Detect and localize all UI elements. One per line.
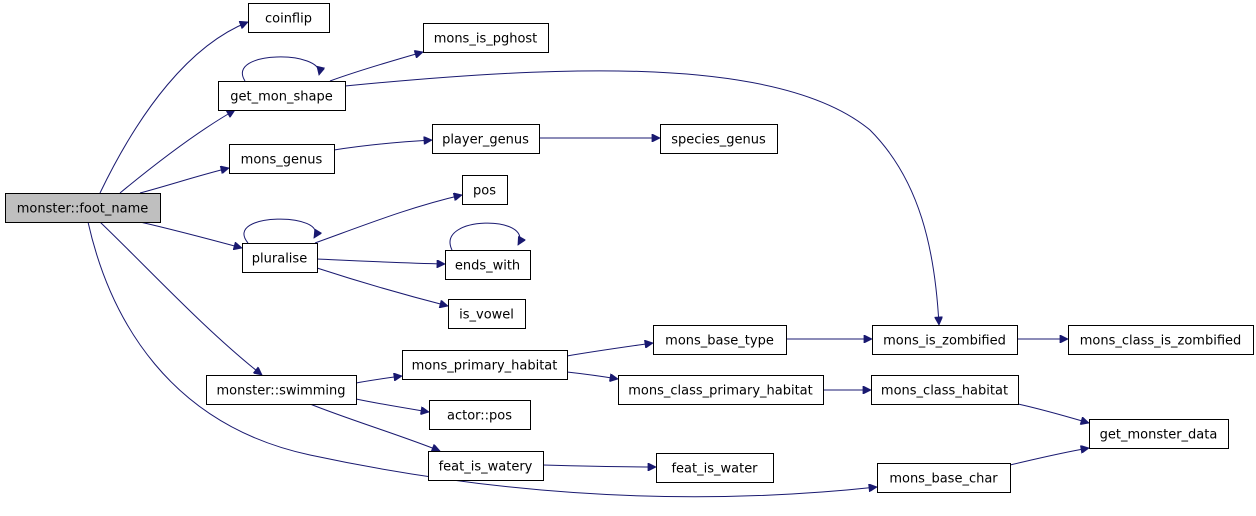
node-box xyxy=(1089,419,1229,449)
node-is_vowel[interactable]: is_vowel xyxy=(448,299,526,329)
edge-foot_name-to-swimming xyxy=(99,221,262,375)
node-label: mons_class_habitat xyxy=(881,384,1008,399)
edge-mons_class_habitat-to-get_monster_data xyxy=(1017,403,1089,423)
node-label: feat_is_watery xyxy=(439,460,533,475)
node-label: pluralise xyxy=(252,252,307,267)
node-swimming[interactable]: monster::swimming xyxy=(206,375,357,405)
node-species_genus[interactable]: species_genus xyxy=(660,124,778,154)
edge-pluralise-to-pos xyxy=(314,195,462,244)
node-label: mons_primary_habitat xyxy=(412,359,558,374)
node-mons_primary_habitat[interactable]: mons_primary_habitat xyxy=(402,350,568,380)
node-label: is_vowel xyxy=(459,308,514,323)
node-box xyxy=(877,463,1011,493)
node-box xyxy=(656,453,774,483)
edge-get_mon_shape-to-get_mon_shape xyxy=(241,56,319,82)
edge-foot_name-to-mons_genus xyxy=(139,168,229,194)
node-label: mons_is_pghost xyxy=(434,32,538,47)
edge-mons_genus-to-player_genus xyxy=(333,140,432,151)
edge-mons_base_char-to-get_monster_data xyxy=(1009,448,1089,466)
node-box xyxy=(229,144,335,174)
node-label: actor::pos xyxy=(447,409,512,424)
node-box xyxy=(618,375,824,405)
node-mons_class_primary_habitat[interactable]: mons_class_primary_habitat xyxy=(618,375,824,405)
node-get_monster_data[interactable]: get_monster_data xyxy=(1089,419,1229,449)
node-box xyxy=(871,375,1019,405)
node-box xyxy=(5,193,161,223)
node-label: monster::foot_name xyxy=(17,202,149,217)
node-pluralise[interactable]: pluralise xyxy=(242,243,318,273)
edge-mons_primary_habitat-to-mons_base_type xyxy=(566,343,653,357)
node-box xyxy=(218,81,346,111)
node-mons_class_is_zombified[interactable]: mons_class_is_zombified xyxy=(1068,325,1254,355)
node-box xyxy=(248,3,330,33)
node-box xyxy=(872,325,1018,355)
node-box xyxy=(445,250,531,280)
node-box xyxy=(206,375,357,405)
edge-ends_with-to-ends_with xyxy=(449,222,520,251)
node-label: get_monster_data xyxy=(1100,428,1218,443)
node-get_mon_shape[interactable]: get_mon_shape xyxy=(218,81,346,111)
node-mons_genus[interactable]: mons_genus xyxy=(229,144,335,174)
node-label: mons_base_char xyxy=(889,472,998,487)
node-foot_name[interactable]: monster::foot_name xyxy=(5,193,161,223)
node-mons_is_pghost[interactable]: mons_is_pghost xyxy=(423,23,549,53)
edge-get_mon_shape-to-mons_is_zombified xyxy=(344,70,939,325)
edge-get_mon_shape-to-mons_is_pghost xyxy=(329,52,423,82)
node-player_genus[interactable]: player_genus xyxy=(432,124,540,154)
node-label: ends_with xyxy=(455,259,520,274)
edge-swimming-to-feat_is_watery xyxy=(309,403,440,451)
node-box xyxy=(402,350,568,380)
node-label: monster::swimming xyxy=(216,384,345,399)
edge-foot_name-to-get_mon_shape xyxy=(119,110,235,194)
node-mons_class_habitat[interactable]: mons_class_habitat xyxy=(871,375,1019,405)
node-feat_is_watery[interactable]: feat_is_watery xyxy=(428,451,544,481)
edge-mons_primary_habitat-to-mons_class_primary_habitat xyxy=(566,371,618,379)
node-box xyxy=(428,451,544,481)
edge-swimming-to-actor_pos xyxy=(355,398,429,412)
node-box xyxy=(432,124,540,154)
node-layer: monster::foot_namecoinflipget_mon_shapem… xyxy=(5,3,1254,493)
node-mons_is_zombified[interactable]: mons_is_zombified xyxy=(872,325,1018,355)
node-box xyxy=(448,299,526,329)
node-coinflip[interactable]: coinflip xyxy=(248,3,330,33)
edge-pluralise-to-is_vowel xyxy=(316,267,448,306)
node-label: coinflip xyxy=(265,12,312,27)
edge-foot_name-to-coinflip xyxy=(99,22,248,194)
edge-pluralise-to-pluralise xyxy=(243,218,316,244)
edge-layer xyxy=(87,22,1089,498)
node-label: species_genus xyxy=(671,133,766,148)
node-box xyxy=(462,175,508,205)
node-ends_with[interactable]: ends_with xyxy=(445,250,531,280)
node-box xyxy=(1068,325,1254,355)
node-actor_pos[interactable]: actor::pos xyxy=(429,400,531,430)
node-label: mons_base_type xyxy=(665,334,774,349)
node-label: mons_genus xyxy=(241,153,323,168)
node-box xyxy=(653,325,787,355)
node-mons_base_type[interactable]: mons_base_type xyxy=(653,325,787,355)
node-label: feat_is_water xyxy=(671,462,758,477)
edge-foot_name-to-mons_base_char xyxy=(87,221,877,498)
node-box xyxy=(242,243,318,273)
edge-foot_name-to-pluralise xyxy=(139,221,242,248)
node-pos[interactable]: pos xyxy=(462,175,508,205)
node-label: mons_is_zombified xyxy=(883,334,1006,349)
node-box xyxy=(429,400,531,430)
node-label: mons_class_is_zombified xyxy=(1080,334,1242,349)
edge-pluralise-to-ends_with xyxy=(316,258,445,264)
edge-feat_is_watery-to-feat_is_water xyxy=(542,465,656,467)
node-mons_base_char[interactable]: mons_base_char xyxy=(877,463,1011,493)
node-label: pos xyxy=(473,184,496,199)
node-label: get_mon_shape xyxy=(230,90,332,105)
node-feat_is_water[interactable]: feat_is_water xyxy=(656,453,774,483)
node-label: mons_class_primary_habitat xyxy=(628,384,813,399)
node-label: player_genus xyxy=(442,133,529,148)
edge-swimming-to-mons_primary_habitat xyxy=(355,376,402,384)
node-box xyxy=(423,23,549,53)
node-box xyxy=(660,124,778,154)
